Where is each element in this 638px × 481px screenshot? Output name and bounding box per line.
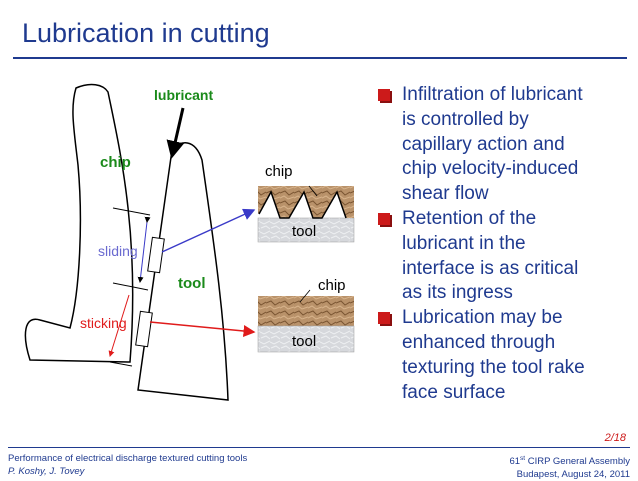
zone-tick-mid <box>112 282 149 291</box>
lower-tool-label: tool <box>292 333 316 350</box>
bullet-line: enhanced through <box>402 331 556 353</box>
footer-talk-title: Performance of electrical discharge text… <box>8 453 248 464</box>
lubricant-label: lubricant <box>154 87 213 103</box>
bullet-marker-icon <box>378 312 390 325</box>
bullet-line: Lubrication may be <box>402 307 563 329</box>
upper-inset <box>257 185 355 243</box>
footer-rule <box>8 447 630 448</box>
upper-tool-label: tool <box>292 223 316 240</box>
zone-tick-bottom <box>109 361 133 367</box>
sticking-dimension <box>108 294 130 357</box>
upper-chip-texture <box>258 186 354 218</box>
cutting-diagram: lubricant chip tool sliding sticking chi… <box>24 83 355 401</box>
bullet-item: Infiltration of lubricant is controlled … <box>378 83 628 207</box>
bullet-marker-icon <box>378 212 390 225</box>
tool-label: tool <box>178 275 206 292</box>
lower-chip-label: chip <box>318 277 346 294</box>
lower-inset <box>257 289 355 353</box>
footer-location-date: Budapest, August 24, 2011 <box>516 469 630 481</box>
sliding-connector-arrow <box>161 208 256 253</box>
chip-body <box>24 83 134 363</box>
sticking-connector-arrow <box>149 321 256 337</box>
bullet-line: shear flow <box>402 183 489 205</box>
bullet-line: as its ingress <box>402 282 513 304</box>
bullet-marker-icon <box>378 89 390 101</box>
bullet-line: Infiltration of lubricant <box>402 84 583 105</box>
chip-label: chip <box>100 154 131 171</box>
bullet-line: is controlled by <box>402 108 529 130</box>
lubricant-arrow <box>166 107 185 159</box>
sliding-dimension <box>137 216 151 283</box>
sliding-box <box>147 236 165 274</box>
bullet-line: interface is as critical <box>402 257 579 279</box>
bullet-line: chip velocity-induced <box>402 158 579 180</box>
title-rule <box>13 57 627 59</box>
bullet-line: lubricant in the <box>402 232 526 254</box>
sliding-label: sliding <box>98 243 138 259</box>
footer-right: 61st CIRP General Assembly Budapest, Aug… <box>509 452 630 481</box>
upper-tool-block <box>257 217 355 243</box>
lower-chip-texture <box>258 296 354 326</box>
sticking-label: sticking <box>80 315 127 331</box>
footer-event: 61st CIRP General Assembly <box>509 455 630 468</box>
upper-chip-label: chip <box>265 163 293 180</box>
bullet-line: face surface <box>402 381 506 403</box>
bullet-list: Infiltration of lubricant is controlled … <box>378 83 628 405</box>
lower-tool-block <box>257 325 355 353</box>
bullet-line: texturing the tool rake <box>402 356 585 378</box>
bullet-item: Lubrication may be enhanced through text… <box>378 306 628 405</box>
tool-body <box>137 142 229 401</box>
bullet-line: Retention of the <box>402 207 537 229</box>
footer-authors: P. Koshy, J. Tovey <box>8 466 85 477</box>
slide-title: Lubrication in cutting <box>22 18 270 48</box>
bullet-line: capillary action and <box>402 133 565 155</box>
sticking-box <box>135 310 153 348</box>
zone-tick-top <box>112 207 151 216</box>
bullet-item: Retention of the lubricant in the interf… <box>378 207 628 306</box>
page-number: 2/18 <box>604 432 626 444</box>
footer-left: Performance of electrical discharge text… <box>8 452 247 478</box>
